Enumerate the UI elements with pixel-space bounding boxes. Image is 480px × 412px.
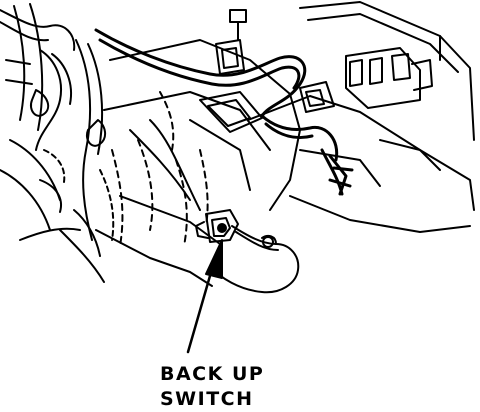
engine-block [95,39,301,287]
switch-wire [209,225,300,294]
back-up-switch [195,209,239,243]
callout-line-1: BACK UP [160,363,265,385]
wiring-harness [94,28,354,196]
left-engine-components [0,3,115,283]
callout-line-2: SWITCH [160,388,254,410]
back-up-switch-callout-label: BACK UP SWITCH [160,362,264,412]
callout-arrow [186,239,223,354]
harness-connector [215,9,335,113]
firewall-panel [247,1,475,233]
